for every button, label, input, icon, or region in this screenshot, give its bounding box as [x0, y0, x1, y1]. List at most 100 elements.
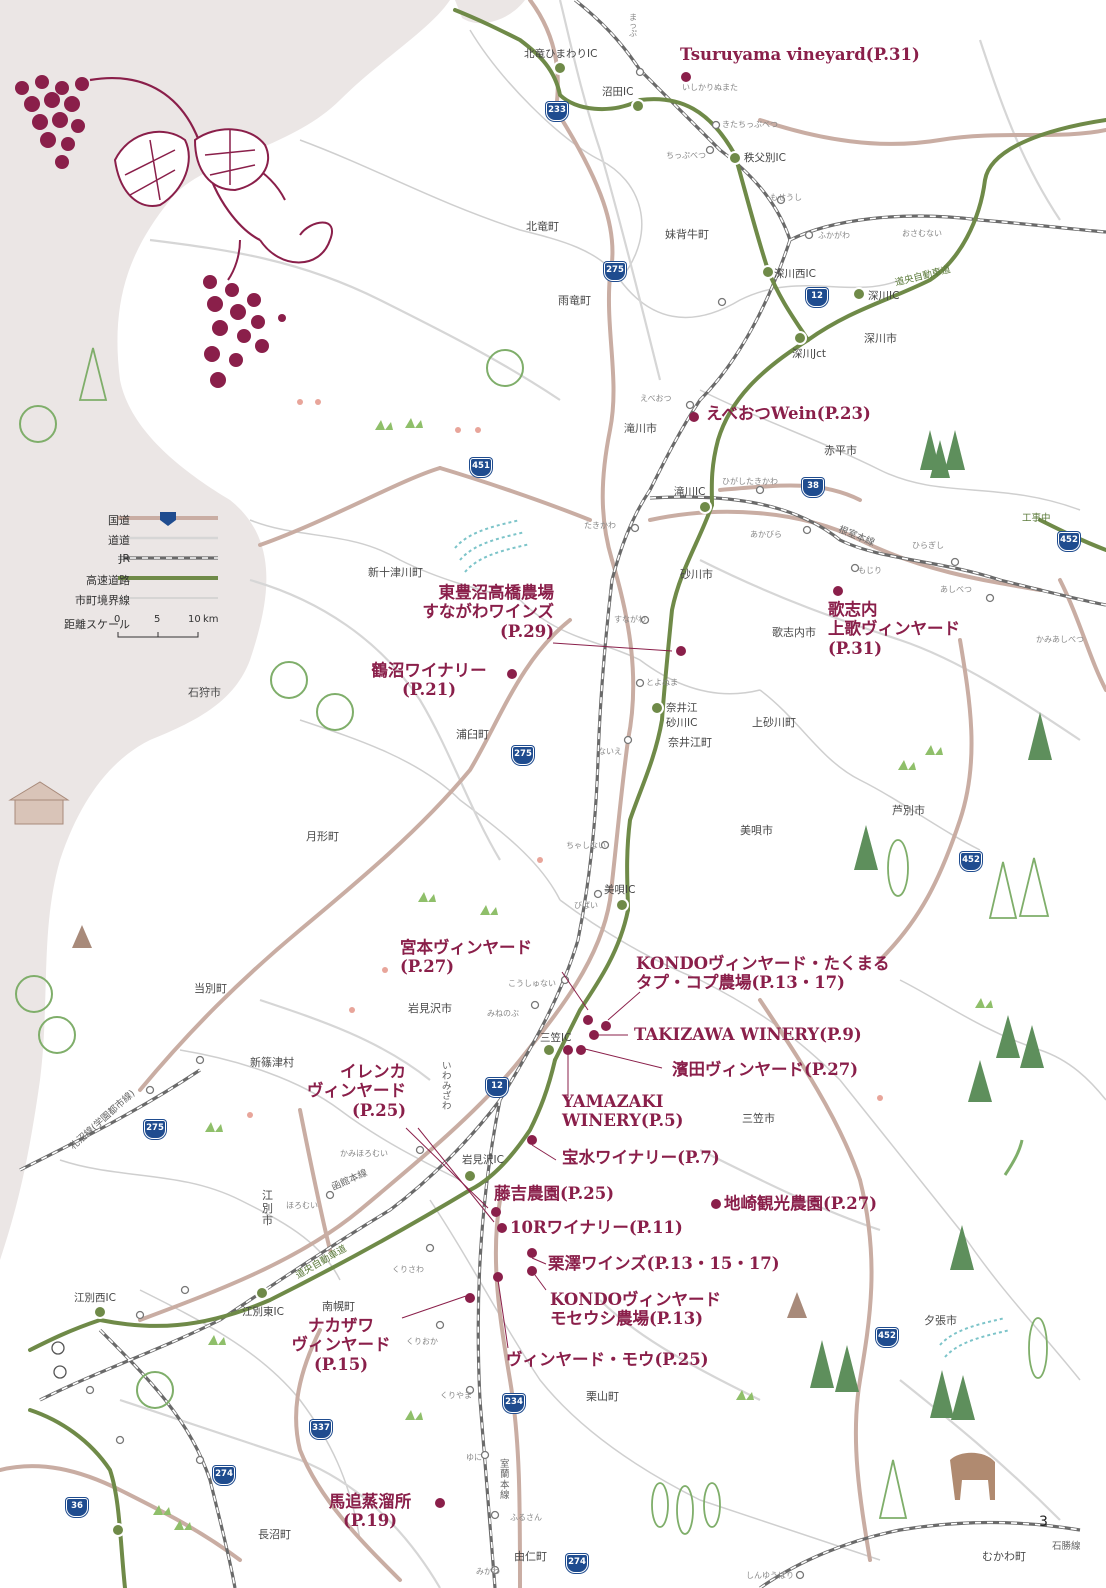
winery-label-line: WINERY(P.5)	[562, 1111, 684, 1131]
town-label: 北竜町	[526, 220, 559, 233]
station-label: おさむない	[902, 229, 942, 238]
rail-line-label-vertical: 室蘭本線	[500, 1459, 510, 1502]
station-label: びばい	[574, 901, 598, 910]
winery-label-fujiyoshi: 藤吉農園(P.25)	[494, 1184, 614, 1203]
town-label: 栗山町	[586, 1390, 619, 1403]
scale-tick-0: 0	[114, 614, 121, 625]
winery-label-nakazawa: ナカザワ ヴィンヤード (P.15)	[274, 1316, 408, 1374]
ic-label: 深川西IC	[774, 268, 816, 280]
coast-area	[0, 0, 450, 1260]
route-badge: 337	[310, 1420, 332, 1439]
station-label: いしかりぬまた	[682, 83, 738, 92]
town-label: 新十津川町	[368, 566, 423, 579]
ic-label: 岩見沢IC	[462, 1154, 504, 1166]
route-badge: 452	[1058, 532, 1080, 551]
town-label: 石狩市	[188, 686, 221, 699]
rail-line-label-vertical: いわみざわ	[442, 1061, 452, 1112]
town-label: 深川市	[864, 332, 897, 345]
winery-label-hamada: 濱田ヴィンヤード(P.27)	[672, 1060, 858, 1079]
legend-jr: JR	[119, 552, 130, 565]
station-markers	[85, 67, 995, 1580]
winery-label-line: モセウシ農場(P.13)	[550, 1309, 703, 1329]
winery-label-line: ナカザワ	[308, 1316, 374, 1335]
town-label: 浦臼町	[456, 728, 489, 741]
winery-label-line: タプ・コプ農場(P.13・17)	[636, 973, 845, 993]
town-label: 上砂川町	[752, 716, 796, 729]
station-label: くりやま	[440, 1391, 472, 1400]
winery-label-line: ヴィンヤード	[291, 1335, 391, 1355]
route-badge: 452	[876, 1328, 898, 1347]
town-label: 砂川市	[680, 568, 713, 581]
town-label: 妹背牛町	[665, 228, 709, 241]
winery-label-ebeotsu: えべおつWein(P.23)	[706, 404, 871, 423]
town-label: 芦別市	[892, 804, 925, 817]
winery-label-maoi: 馬追蒸溜所 (P.19)	[310, 1492, 430, 1531]
page-number: 3	[1039, 1514, 1048, 1530]
ic-label: 江別東IC	[242, 1306, 284, 1318]
station-label: かみあしべつ	[1036, 635, 1084, 644]
town-label: 新篠津村	[250, 1056, 294, 1069]
winery-label-line: 東豊沼高橋農場	[438, 583, 555, 602]
winery-label-line: イレンカ	[340, 1062, 406, 1081]
station-label: とよぬま	[646, 678, 678, 687]
station-label: しんゆうばり	[746, 1571, 794, 1580]
town-label: 当別町	[194, 982, 227, 995]
station-label: ちゃしない	[566, 841, 606, 850]
winery-label-irenka: イレンカ ヴィンヤード (P.25)	[290, 1062, 406, 1120]
station-label: かみほろむい	[340, 1149, 388, 1158]
winery-label-line: すながわワインズ	[422, 602, 554, 622]
ic-label: 江別西IC	[74, 1292, 116, 1304]
route-badge: 451	[470, 458, 492, 477]
station-label: ほろむい	[286, 1201, 318, 1210]
station-label: もせうし	[770, 193, 802, 202]
station-label: すながわ	[614, 615, 646, 624]
town-label-vertical: 江別市	[262, 1189, 273, 1228]
winery-label-line: (P.25)	[352, 1100, 406, 1120]
expressways	[28, 8, 1106, 1588]
station-label: こうしゅない	[508, 979, 556, 988]
winery-label-kondo-moseushi: KONDOヴィンヤード モセウシ農場(P.13)	[550, 1290, 721, 1329]
route-badge: 275	[604, 262, 626, 281]
town-label: 長沼町	[258, 1528, 291, 1541]
winery-label-line: (P.29)	[500, 621, 554, 641]
route-badge: 234	[503, 1394, 525, 1413]
route-badge: 12	[486, 1078, 508, 1097]
winery-label-line: KONDOヴィンヤード	[550, 1290, 722, 1309]
winery-label-higashitoyonuma: 東豊沼高橋農場 すながわワインズ (P.29)	[386, 583, 554, 641]
construction-label: 工事中	[1022, 513, 1051, 524]
ic-label: 美唄IC	[604, 884, 636, 896]
ic-label: 深川IC	[868, 290, 900, 302]
route-badge: 274	[213, 1466, 235, 1485]
route-badge: 36	[66, 1498, 88, 1517]
town-label: むかわ町	[982, 1550, 1026, 1563]
winery-label-mou: ヴィンヤード・モウ(P.25)	[506, 1350, 709, 1369]
station-label: あかびら	[750, 530, 782, 539]
ic-label: 沼田IC	[602, 86, 634, 98]
winery-label-takizawa: TAKIZAWA WINERY(P.9)	[634, 1025, 862, 1044]
winery-label-line: (P.15)	[314, 1354, 368, 1374]
ic-label: 深川Jct	[792, 348, 826, 360]
town-label: 美唄市	[740, 824, 773, 837]
station-label: くりおか	[406, 1337, 438, 1346]
legend-expressway: 高速道路	[86, 574, 130, 587]
winery-label-line: (P.31)	[828, 638, 882, 658]
station-label: まっぷ	[629, 13, 637, 38]
ic-label: 秩父別IC	[744, 152, 786, 164]
winery-label-line: 宮本ヴィンヤード	[400, 938, 532, 957]
station-label: ひらぎし	[912, 541, 944, 550]
winery-label-yamazaki: YAMAZAKI WINERY(P.5)	[562, 1092, 683, 1131]
winery-label-kondo-takumaru: KONDOヴィンヤード・たくまる タプ・コプ農場(P.13・17)	[636, 954, 890, 993]
winery-label-utashinai: 歌志内 上歌ヴィンヤード (P.31)	[828, 600, 960, 658]
ic-label: 北竜ひまわりIC	[524, 48, 598, 60]
ic-label: 奈井江	[666, 702, 698, 714]
winery-label-tsuruyama: Tsuruyama vineyard(P.31)	[680, 45, 920, 64]
station-label: みねのぶ	[487, 1009, 519, 1018]
station-label: くりさわ	[392, 1265, 424, 1274]
town-label: 南幌町	[322, 1300, 355, 1313]
winery-label-line: (P.27)	[400, 957, 454, 977]
station-label: ひがしたきかわ	[722, 477, 778, 486]
station-label: ふるさん	[510, 1513, 542, 1522]
